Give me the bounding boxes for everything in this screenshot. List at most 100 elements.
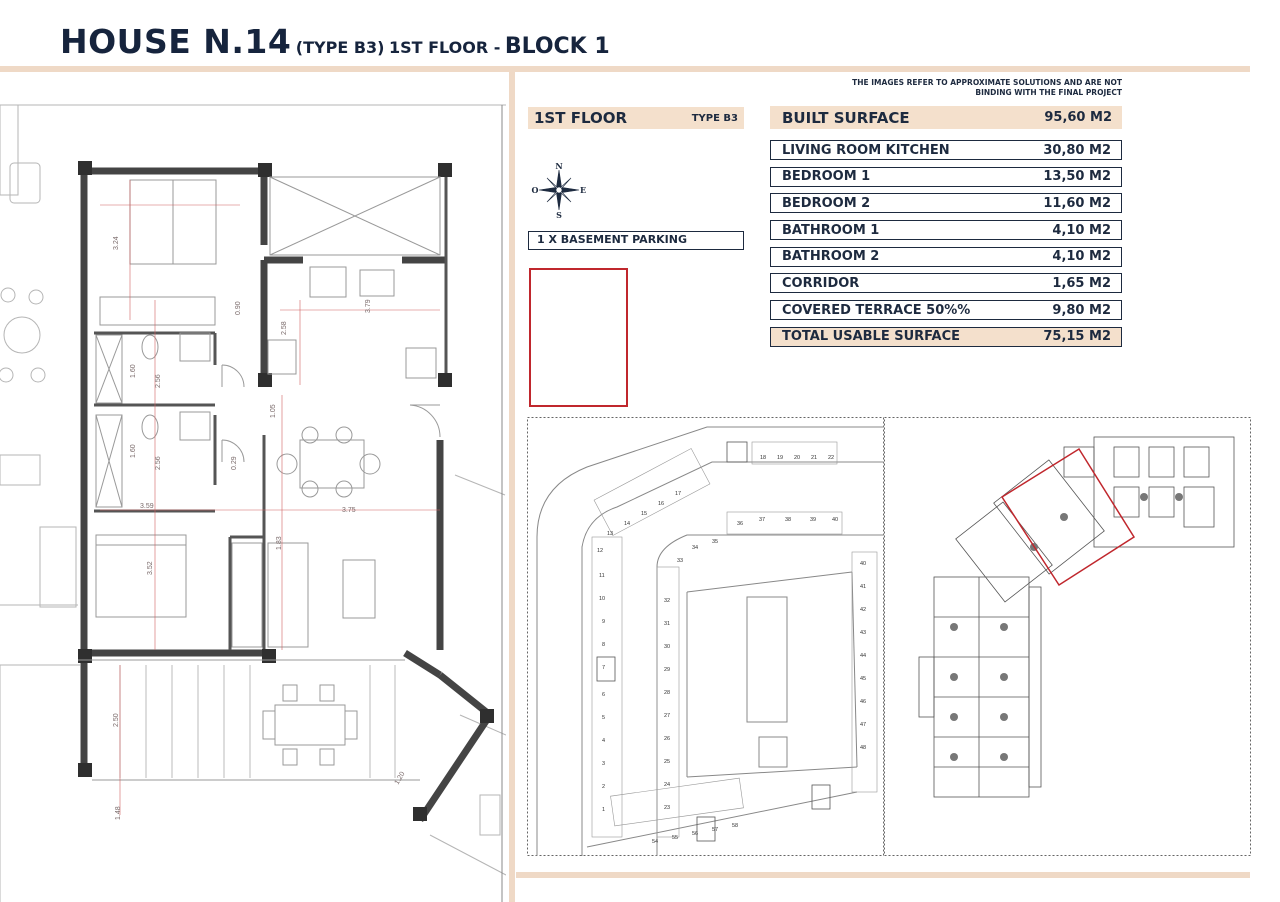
svg-text:39: 39 bbox=[810, 517, 816, 523]
svg-text:10: 10 bbox=[599, 596, 605, 602]
svg-text:41: 41 bbox=[860, 584, 866, 590]
svg-text:45: 45 bbox=[860, 676, 866, 682]
svg-text:4: 4 bbox=[602, 738, 605, 744]
svg-text:33: 33 bbox=[677, 558, 683, 564]
title-house: HOUSE N.14 bbox=[60, 22, 292, 61]
svg-text:40: 40 bbox=[860, 561, 866, 567]
svg-text:56: 56 bbox=[692, 831, 698, 837]
svg-text:34: 34 bbox=[692, 545, 698, 551]
svg-text:1.05: 1.05 bbox=[270, 404, 277, 418]
svg-text:1: 1 bbox=[602, 807, 605, 813]
svg-text:25: 25 bbox=[664, 759, 670, 765]
title-block: BLOCK 1 bbox=[504, 34, 610, 59]
svg-text:12: 12 bbox=[597, 548, 603, 554]
svg-text:22: 22 bbox=[828, 455, 834, 461]
compass-rose-icon: N S E O bbox=[532, 161, 587, 220]
svg-text:54: 54 bbox=[652, 839, 658, 845]
vertical-divider bbox=[509, 72, 515, 902]
svg-text:3.79: 3.79 bbox=[365, 299, 372, 313]
svg-text:18: 18 bbox=[760, 455, 766, 461]
svg-text:11: 11 bbox=[599, 573, 605, 579]
basement-parking-plan: 18 19 20 21 22 13 14 15 16 17 34 35 36 3… bbox=[527, 417, 884, 856]
svg-text:0.29: 0.29 bbox=[231, 456, 238, 470]
svg-text:46: 46 bbox=[860, 699, 866, 705]
built-surface-row: BUILT SURFACE 95,60 M2 bbox=[770, 106, 1122, 129]
svg-text:44: 44 bbox=[860, 653, 866, 659]
compass-s: S bbox=[556, 210, 562, 220]
svg-text:38: 38 bbox=[785, 517, 791, 523]
svg-text:2.56: 2.56 bbox=[155, 374, 162, 388]
svg-text:48: 48 bbox=[860, 745, 866, 751]
svg-text:21: 21 bbox=[811, 455, 817, 461]
parking-label: 1 X BASEMENT PARKING bbox=[528, 231, 744, 250]
svg-text:3: 3 bbox=[602, 761, 605, 767]
svg-text:20: 20 bbox=[794, 455, 800, 461]
svg-text:1.60: 1.60 bbox=[130, 364, 137, 378]
svg-text:27: 27 bbox=[664, 713, 670, 719]
top-divider bbox=[0, 66, 1250, 72]
svg-text:3.59: 3.59 bbox=[140, 503, 154, 510]
svg-text:30: 30 bbox=[664, 644, 670, 650]
svg-text:40: 40 bbox=[832, 517, 838, 523]
svg-text:1.60: 1.60 bbox=[130, 444, 137, 458]
svg-text:14: 14 bbox=[624, 521, 630, 527]
svg-text:1.20: 1.20 bbox=[394, 771, 407, 786]
disclaimer: THE IMAGES REFER TO APPROXIMATE SOLUTION… bbox=[852, 78, 1122, 97]
svg-text:5: 5 bbox=[602, 715, 605, 721]
svg-text:28: 28 bbox=[664, 690, 670, 696]
svg-text:2.58: 2.58 bbox=[281, 321, 288, 335]
svg-text:55: 55 bbox=[672, 835, 678, 841]
parking-space-numbers: 18 19 20 21 22 13 14 15 16 17 34 35 36 3… bbox=[597, 455, 866, 845]
svg-text:1.48: 1.48 bbox=[115, 806, 122, 820]
svg-text:2.50: 2.50 bbox=[113, 713, 120, 727]
svg-text:2: 2 bbox=[602, 784, 605, 790]
selected-unit-highlight bbox=[1000, 447, 1136, 587]
compass-n: N bbox=[555, 161, 562, 171]
compass-e: E bbox=[580, 185, 586, 195]
svg-text:26: 26 bbox=[664, 736, 670, 742]
svg-text:1.83: 1.83 bbox=[276, 536, 283, 550]
svg-text:3.75: 3.75 bbox=[342, 507, 356, 514]
svg-text:35: 35 bbox=[712, 539, 718, 545]
title-type: (TYPE B3) bbox=[295, 38, 385, 57]
svg-text:17: 17 bbox=[675, 491, 681, 497]
svg-text:42: 42 bbox=[860, 607, 866, 613]
compass-w: O bbox=[532, 185, 539, 195]
floor-plan: 3.24 0.90 3.79 2.58 1.60 2.56 1.05 1.60 … bbox=[0, 104, 506, 902]
svg-text:24: 24 bbox=[664, 782, 670, 788]
block-location-plan bbox=[884, 417, 1251, 856]
svg-text:8: 8 bbox=[602, 642, 605, 648]
title-floor: 1ST FLOOR - bbox=[388, 38, 501, 57]
parking-location-box bbox=[529, 268, 628, 407]
svg-text:7: 7 bbox=[602, 665, 605, 671]
bottom-divider bbox=[516, 872, 1250, 878]
floor-type: TYPE B3 bbox=[691, 112, 738, 124]
svg-text:43: 43 bbox=[860, 630, 866, 636]
svg-text:6: 6 bbox=[602, 692, 605, 698]
svg-text:15: 15 bbox=[641, 511, 647, 517]
svg-text:31: 31 bbox=[664, 621, 670, 627]
table-row: COVERED TERRACE 50%%9,80 M2 bbox=[770, 300, 1122, 321]
svg-text:47: 47 bbox=[860, 722, 866, 728]
svg-text:16: 16 bbox=[658, 501, 664, 507]
svg-text:9: 9 bbox=[602, 619, 605, 625]
svg-text:29: 29 bbox=[664, 667, 670, 673]
svg-text:13: 13 bbox=[607, 531, 613, 537]
svg-text:2.56: 2.56 bbox=[155, 456, 162, 470]
svg-text:36: 36 bbox=[737, 521, 743, 527]
svg-text:3.52: 3.52 bbox=[147, 561, 154, 575]
svg-text:37: 37 bbox=[759, 517, 765, 523]
svg-text:0.90: 0.90 bbox=[235, 301, 242, 315]
svg-text:23: 23 bbox=[664, 805, 670, 811]
svg-text:32: 32 bbox=[664, 598, 670, 604]
built-surface-label: BUILT SURFACE bbox=[782, 108, 910, 127]
floor-label: 1ST FLOOR bbox=[534, 109, 628, 127]
page-title: HOUSE N.14 (TYPE B3) 1ST FLOOR - BLOCK 1 bbox=[60, 22, 610, 61]
